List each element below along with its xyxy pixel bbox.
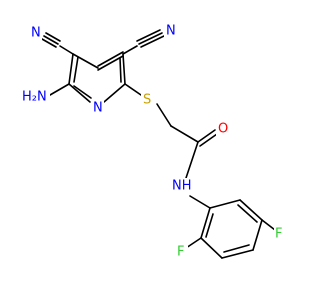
bond-cn-right-stem [122, 45, 138, 55]
bond-cn-left-triple-3 [41, 38, 57, 48]
bond-f-para [261, 219, 276, 231]
bond-cn-left-triple-2 [45, 32, 61, 42]
bond-ring-lower-left [68, 83, 91, 103]
bond-cn-right-triple-3 [140, 35, 165, 48]
bond-ring-top-left [97, 51, 124, 67]
bond-ph-3 [252, 219, 263, 251]
bond-ring-s [124, 83, 142, 96]
fluorine-para-label: F [275, 227, 282, 242]
bond-f-ortho [185, 237, 202, 249]
bond-s-ch2 [156, 103, 172, 127]
bond-cn-left-stem [59, 45, 74, 55]
bond-ph-2b [237, 204, 258, 223]
bond-amino [49, 83, 70, 96]
bond-ph-4b [223, 244, 250, 253]
amino-label: H₂N [22, 90, 47, 105]
bond-ch2-c [170, 125, 199, 143]
nitrile-n-right-label: N [166, 24, 176, 39]
bond-co-2 [199, 133, 218, 147]
bond-ring-right-inner [119, 57, 122, 83]
bond-c-nh [185, 141, 199, 179]
bond-ring-left-vertical [68, 53, 74, 85]
ring-n-label: N [93, 101, 103, 116]
nitrile-n-left-label: N [31, 26, 41, 41]
bond-cn-left-triple-1 [43, 35, 59, 45]
bond-co-1 [197, 129, 216, 143]
oxygen-label: O [218, 122, 228, 137]
bond-ring-top-right [97, 55, 124, 71]
bond-ring-lower-left-inner [73, 85, 92, 99]
bond-cn-right-triple-2 [136, 29, 161, 42]
bonds [41, 29, 276, 259]
bond-ph-2 [239, 199, 263, 221]
bond-ph-1 [209, 199, 241, 209]
fluorine-ortho-label: F [177, 245, 184, 260]
atom-labels: N N H₂N N S O NH F F [20, 24, 286, 260]
bond-ring-upper-right [122, 53, 126, 85]
bond-ring-top-left-b [72, 53, 99, 69]
bond-ph-4 [221, 249, 254, 259]
bond-nh-ph [189, 195, 211, 209]
bond-cn-right-triple-1 [138, 32, 163, 45]
bond-ph-6b [205, 213, 214, 238]
amide-nh-label: NH [172, 179, 192, 194]
bond-ph-5 [200, 237, 223, 259]
sulfur-label: S [143, 93, 151, 108]
bond-ring-left-inner [73, 56, 79, 83]
bond-ph-6 [200, 207, 211, 239]
bond-ring-lower-right [103, 83, 126, 103]
molecule-diagram: N N H₂N N S O NH F F [20, 23, 286, 260]
